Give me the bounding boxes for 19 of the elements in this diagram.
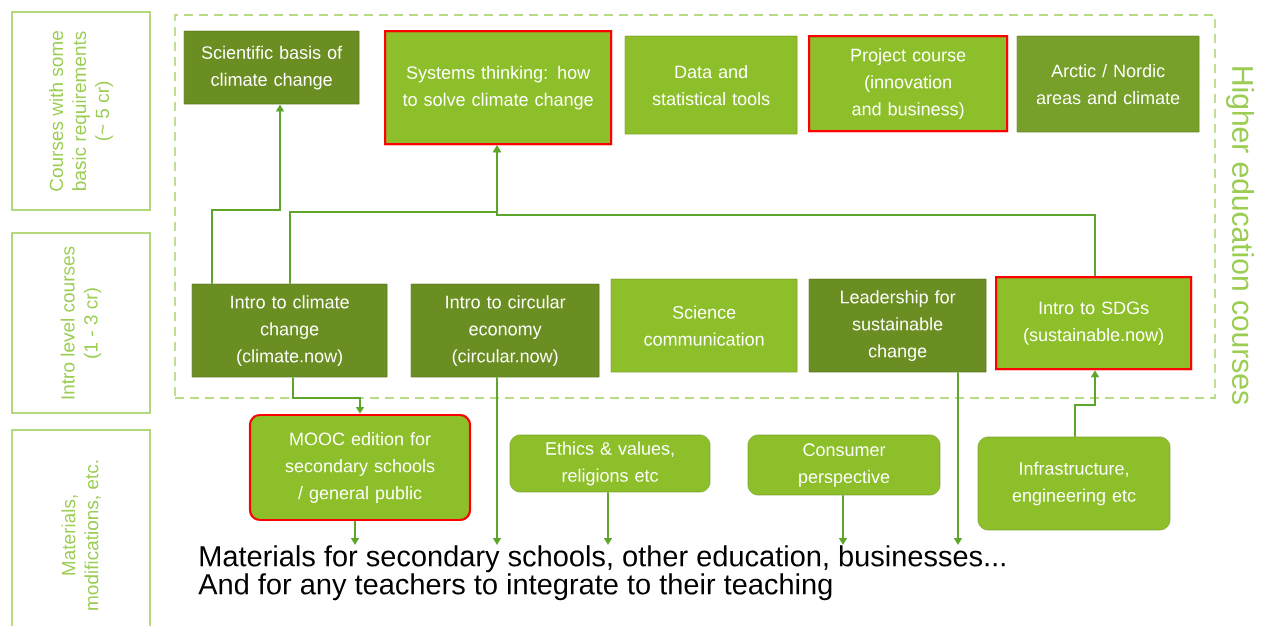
course-box: Leadership for sustainable change: [808, 278, 987, 373]
course-box: Infrastructure, engineering etc: [977, 436, 1171, 531]
course-box: Scientific basis of climate change: [183, 30, 360, 105]
course-box: Intro to circular economy (circular.now): [410, 283, 600, 378]
course-box: Intro to climate change (climate.now): [191, 283, 388, 378]
course-box: Consumer perspective: [747, 434, 941, 496]
course-box: MOOC edition for secondary schools / general public: [248, 413, 472, 522]
node-label: Higher education courses: [1226, 67, 1254, 404]
row-label: Courses with some basic requirements (~ 5 cr): [11, 11, 151, 211]
row-label: Materials, modifications, etc.: [11, 429, 151, 626]
course-box: Project course (innovation and business): [808, 35, 1009, 133]
course-box: Intro to SDGs (sustainable.now): [995, 276, 1193, 371]
course-box: Ethics & values, religions etc: [509, 434, 711, 493]
course-box: Science communication: [610, 278, 798, 373]
row-label: Intro level courses (1 - 3 cr): [11, 232, 151, 414]
course-box: Systems thinking: how to solve climate change: [384, 30, 613, 146]
course-box: Arctic / Nordic areas and climate: [1016, 35, 1200, 133]
course-box: Data and statistical tools: [624, 35, 798, 135]
note-text: Materials for secondary schools, other education, businesses... And for any teachers to integrate to their teaching: [198, 545, 1005, 601]
